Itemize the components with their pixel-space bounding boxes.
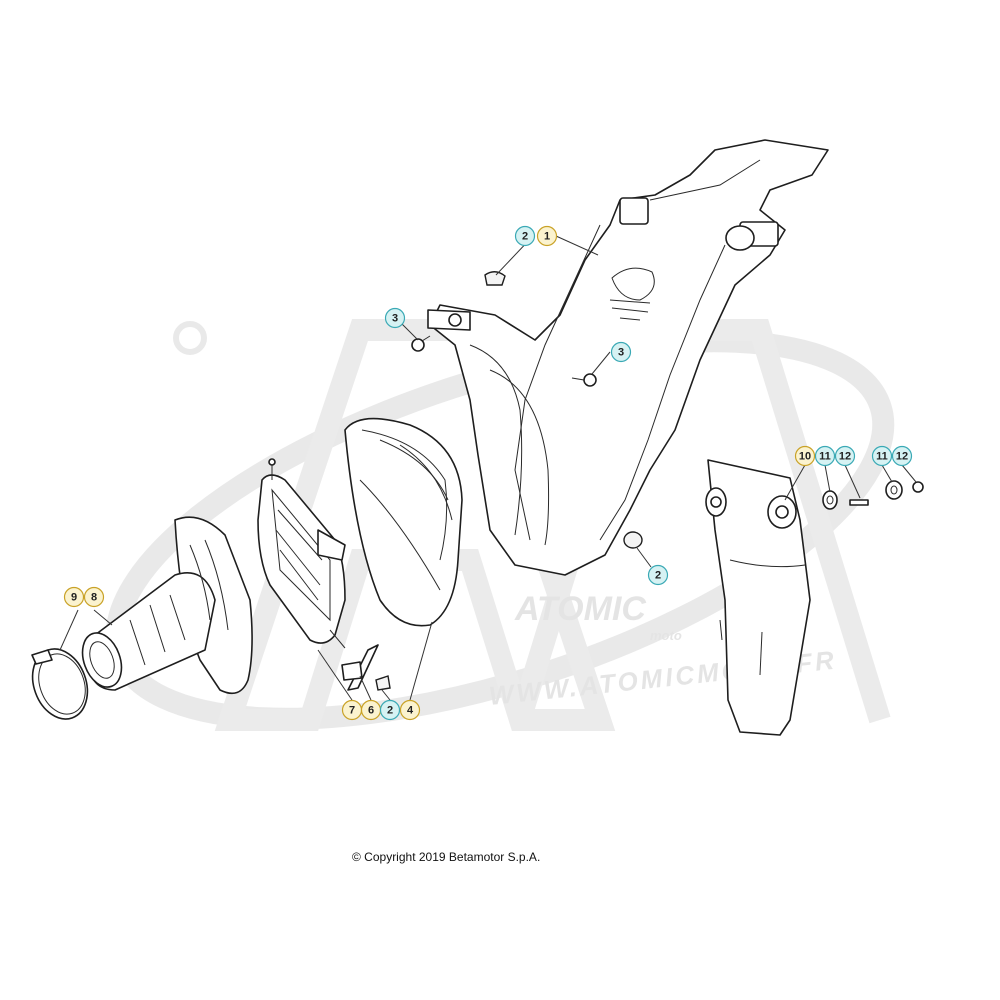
intake-boot [81,516,253,695]
grommet-bottom [375,675,391,691]
callout-label: 6 [368,705,374,717]
air-filter [344,417,463,627]
callout-4: 4 [399,699,421,721]
callout-ring [814,445,836,467]
callout-2-right: 2 [647,564,669,586]
callout-label: 12 [839,451,851,463]
washer-a [822,490,838,510]
callout-label: 3 [392,313,398,325]
callout-label: 2 [655,570,661,582]
callout-3-left: 3 [384,307,406,329]
callout-label: 8 [91,592,97,604]
bolt-b [912,481,924,493]
callout-6: 6 [360,699,382,721]
screw-left [411,335,431,352]
callout-8: 8 [83,586,105,608]
callout-2-bottom: 2 [379,699,401,721]
callout-3-right: 3 [610,341,632,363]
callout-ring [647,564,669,586]
callout-2-top: 2 [514,225,536,247]
callout-label: 2 [387,705,393,717]
callout-label: 3 [618,347,624,359]
callout-12-b: 12 [891,445,913,467]
callout-ring [871,445,893,467]
callout-9: 9 [63,586,85,608]
clip-7 [341,661,363,681]
callout-10: 10 [794,445,816,467]
bolt-a [849,499,869,506]
callout-ring [794,445,816,467]
screw-right [571,373,597,387]
callout-ring [536,225,558,247]
callout-7: 7 [341,699,363,721]
copyright-text: © Copyright 2019 Betamotor S.p.A. [352,850,541,864]
callout-label: 11 [819,451,831,463]
callout-ring [384,307,406,329]
callout-ring [834,445,856,467]
callout-label: 7 [349,705,355,717]
grommet-top [484,271,506,286]
callout-ring [514,225,536,247]
callout-ring [610,341,632,363]
callout-ring [379,699,401,721]
callout-label: 11 [876,451,888,463]
callout-label: 10 [799,451,811,463]
callout-ring [83,586,105,608]
callout-label: 1 [544,231,550,243]
callout-label: 9 [71,592,77,604]
heat-shield [705,459,811,736]
hose-clamp [31,648,89,720]
callout-12-a: 12 [834,445,856,467]
callout-1: 1 [536,225,558,247]
callout-11-a: 11 [814,445,836,467]
callout-ring [63,586,85,608]
filter-cage [257,458,346,649]
callout-label: 2 [522,231,528,243]
callout-ring [399,699,421,721]
washer-b [885,480,903,500]
watermark-brand-sub: moto [650,628,682,643]
callout-ring [891,445,913,467]
grommet-right [623,531,643,549]
callout-11-b: 11 [871,445,893,467]
callout-label: 4 [407,705,414,717]
watermark-brand: ATOMIC [514,590,646,628]
callouts: 2 1 3 3 2 10 11 12 11 12 9 8 7 6 2 4 [63,225,913,721]
callout-label: 12 [896,451,908,463]
